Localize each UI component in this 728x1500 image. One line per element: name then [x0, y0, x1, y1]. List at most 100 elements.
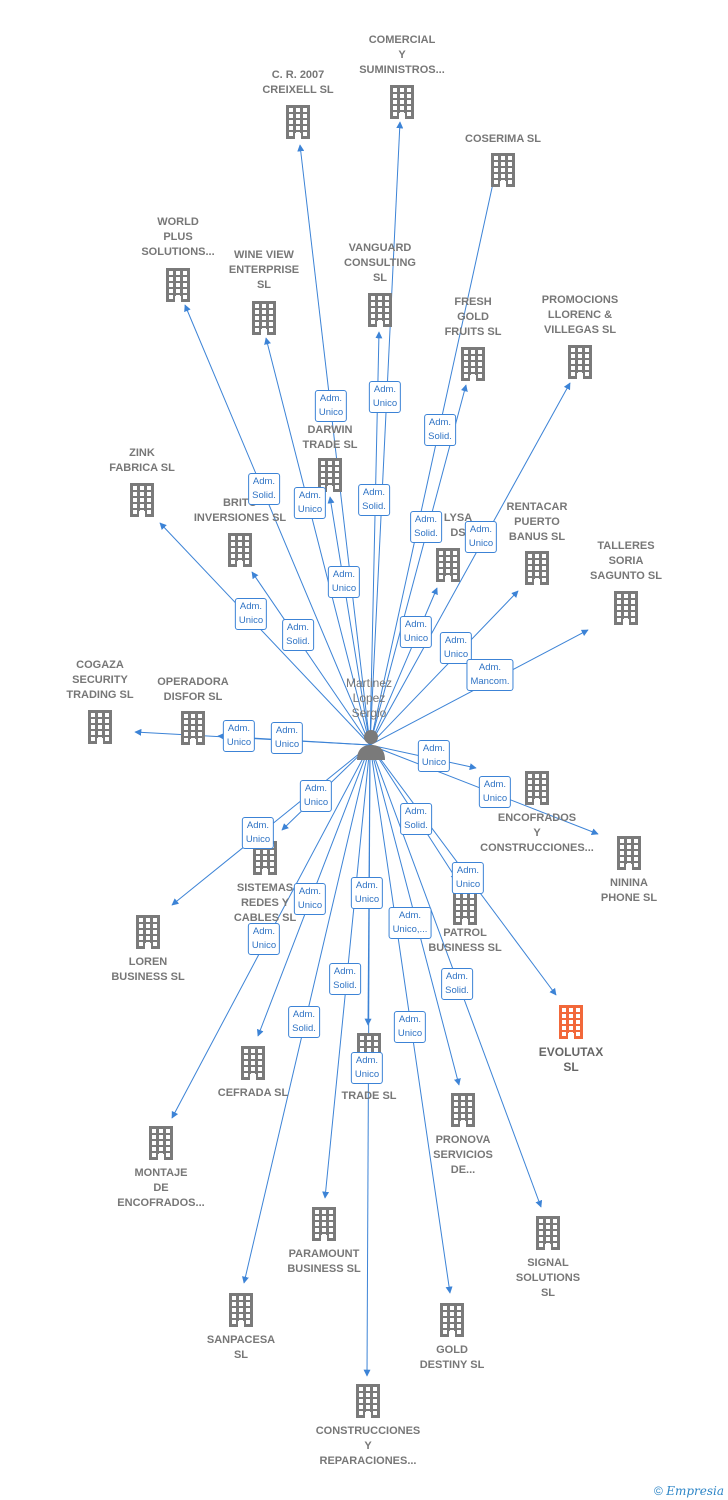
building-icon[interactable] [566, 345, 594, 379]
role-badge[interactable]: Adm.Unico [241, 817, 275, 849]
company-label-cefrada[interactable]: CEFRADA SL [218, 1086, 288, 1101]
role-badge[interactable]: Adm.Solid. [410, 511, 442, 543]
role-badge[interactable]: Adm.Unico [464, 521, 498, 553]
role-badge[interactable]: Adm.Solid. [424, 414, 456, 446]
role-badge[interactable]: Adm.Unico [399, 616, 433, 648]
role-badge[interactable]: Adm.Solid. [248, 473, 280, 505]
building-icon[interactable] [226, 533, 254, 567]
role-badge[interactable]: Adm.Unico [314, 390, 348, 422]
building-icon[interactable] [250, 301, 278, 335]
building-icon[interactable] [316, 458, 344, 492]
role-badge[interactable]: Adm.Unico,... [388, 907, 432, 939]
role-badge[interactable]: Adm.Unico [293, 883, 327, 915]
building-icon[interactable] [451, 891, 479, 925]
role-badge[interactable]: Adm.Unico [350, 877, 384, 909]
role-badge[interactable]: Adm.Unico [417, 740, 451, 772]
building-icon[interactable] [612, 591, 640, 625]
role-badge[interactable]: Adm.Unico [478, 776, 512, 808]
building-icon[interactable] [128, 483, 156, 517]
building-icon[interactable] [366, 293, 394, 327]
role-badge[interactable]: Adm.Unico [451, 862, 485, 894]
role-badge-line: Adm. [373, 384, 397, 395]
building-icon[interactable] [438, 1303, 466, 1337]
building-icon[interactable] [164, 268, 192, 302]
role-badge[interactable]: Adm.Unico [299, 780, 333, 812]
role-badge[interactable]: Adm.Solid. [288, 1006, 320, 1038]
building-icon[interactable] [388, 85, 416, 119]
role-badge[interactable]: Adm.Unico [222, 720, 256, 752]
building-icon[interactable] [615, 836, 643, 870]
role-badge[interactable]: Adm.Unico [327, 566, 361, 598]
role-badge[interactable]: Adm.Unico [393, 1011, 427, 1043]
building-icon[interactable] [523, 771, 551, 805]
role-badge[interactable]: Adm.Solid. [441, 968, 473, 1000]
company-label-coserima[interactable]: COSERIMA SL [465, 132, 541, 147]
building-icon[interactable] [179, 711, 207, 745]
role-badge-line: Adm. [422, 743, 446, 754]
building-icon[interactable] [459, 347, 487, 381]
building-icon[interactable] [284, 105, 312, 139]
building-icon[interactable] [310, 1207, 338, 1241]
footer-brand[interactable]: © Empresia [654, 1484, 724, 1498]
role-badge-line: Unico [443, 649, 469, 660]
role-badge[interactable]: Adm.Unico [247, 923, 281, 955]
role-badge[interactable]: Adm.Unico [439, 632, 473, 664]
role-badge[interactable]: Adm.Solid. [400, 803, 432, 835]
role-badge[interactable]: Adm.Solid. [329, 963, 361, 995]
building-icon[interactable] [557, 1005, 585, 1039]
role-badge[interactable]: Adm.Solid. [358, 484, 390, 516]
company-label-line: TRADE SL [341, 1090, 397, 1102]
building-icon[interactable] [489, 153, 517, 187]
building-icon[interactable] [134, 915, 162, 949]
building-icon[interactable] [227, 1293, 255, 1327]
role-badge[interactable]: Adm.Unico [368, 381, 402, 413]
building-icon[interactable] [86, 710, 114, 744]
building-icon[interactable] [434, 548, 462, 582]
role-badge[interactable]: Adm.Unico [270, 722, 304, 754]
building-icon[interactable] [523, 551, 551, 585]
building-icon[interactable] [449, 1093, 477, 1127]
building-icon[interactable] [239, 1046, 267, 1080]
building-icon[interactable] [534, 1216, 562, 1250]
role-badge[interactable]: Adm.Unico [350, 1052, 384, 1084]
company-label-line: NININA [610, 877, 648, 889]
person-icon[interactable] [356, 728, 386, 760]
building-icon[interactable] [147, 1126, 175, 1160]
company-label-trade[interactable]: TRADE SL [342, 1089, 397, 1104]
edge-wineview [264, 337, 371, 746]
role-badge[interactable]: Adm.Solid. [282, 619, 314, 651]
role-badge[interactable]: Adm.Unico [234, 598, 268, 630]
building-icon[interactable] [354, 1384, 382, 1418]
role-badge[interactable]: Adm.Unico [293, 487, 327, 519]
center-name-line-1: Martinez [345, 676, 393, 690]
center-person-name[interactable]: Martinez Lopez Sergio [346, 676, 392, 721]
role-badge-line: Adm. [252, 476, 276, 487]
role-badge[interactable]: Adm.Mancom. [466, 659, 514, 691]
